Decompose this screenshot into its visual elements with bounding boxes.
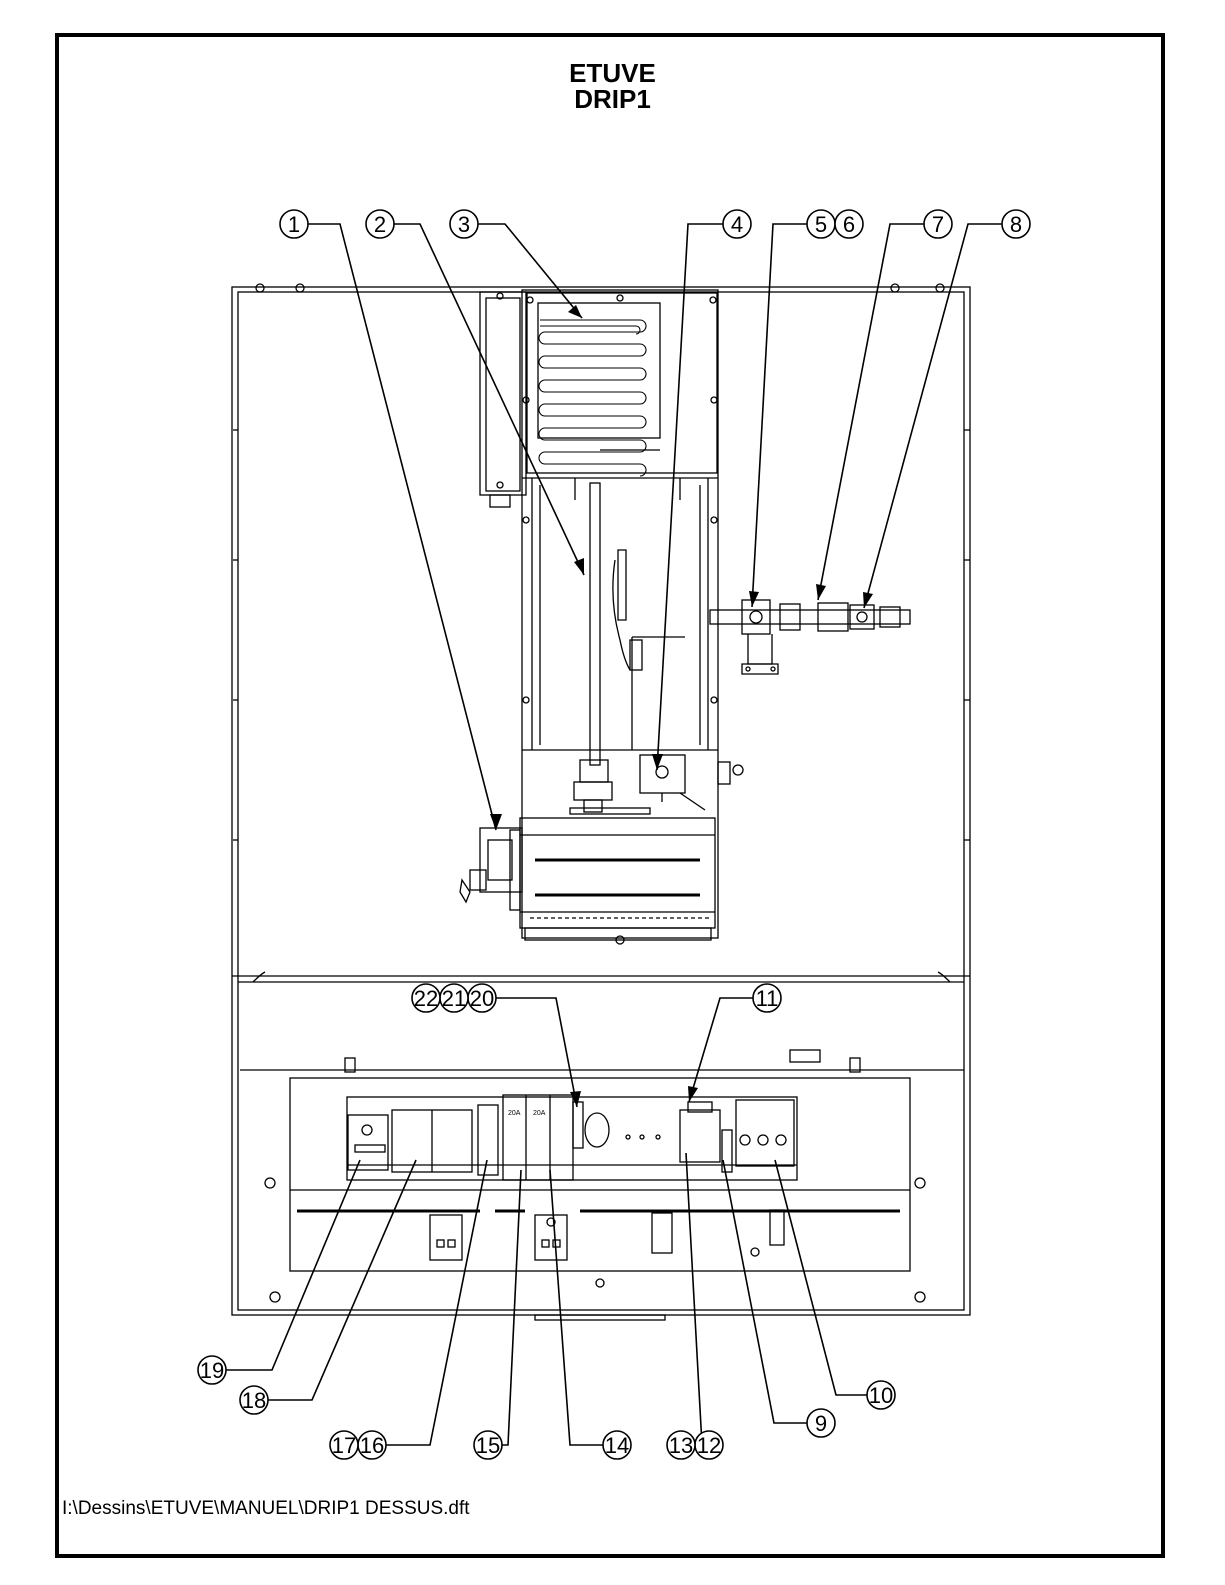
svg-text:18: 18 (242, 1388, 266, 1413)
file-path: I:\Dessins\ETUVE\MANUEL\DRIP1 DESSUS.dft (62, 1498, 470, 1520)
side-studs-right (964, 430, 970, 840)
callout-22: 22 (412, 984, 440, 1012)
svg-text:9: 9 (815, 1411, 827, 1436)
arrowheads (490, 305, 873, 1107)
svg-text:13: 13 (669, 1433, 693, 1458)
electrical-panel (240, 1050, 964, 1320)
callout-1: 1 (280, 210, 308, 238)
breaker-rating-1: 20A (508, 1110, 521, 1117)
svg-text:6: 6 (843, 212, 855, 237)
breaker-rating-2: 20A (533, 1110, 546, 1117)
din-rail-components (347, 1095, 797, 1260)
svg-text:10: 10 (869, 1383, 893, 1408)
left-side-box (480, 292, 526, 507)
callout-12: 12 (695, 1431, 723, 1459)
callout-18: 18 (240, 1386, 268, 1414)
svg-text:8: 8 (1010, 212, 1022, 237)
svg-text:4: 4 (731, 212, 743, 237)
callout-16: 16 (358, 1431, 386, 1459)
callout-19: 19 (198, 1356, 226, 1384)
svg-text:11: 11 (756, 986, 779, 1011)
svg-text:17: 17 (332, 1433, 356, 1458)
temperature-probe (574, 483, 685, 812)
callout-11: 11 (753, 984, 781, 1012)
central-enclosure (522, 290, 718, 938)
callout-6: 6 (835, 210, 863, 238)
callout-3: 3 (450, 210, 478, 238)
callout-13: 13 (667, 1431, 695, 1459)
callout-10: 10 (867, 1381, 895, 1409)
callout-21: 21 (440, 984, 468, 1012)
control-unit (460, 808, 715, 944)
heater-coil-panel (527, 293, 717, 476)
svg-text:20: 20 (470, 986, 494, 1011)
svg-text:21: 21 (442, 986, 466, 1011)
svg-text:2: 2 (374, 212, 386, 237)
callout-7: 7 (924, 210, 952, 238)
svg-text:14: 14 (605, 1433, 629, 1458)
callout-15: 15 (474, 1431, 502, 1459)
callout-9: 9 (807, 1409, 835, 1437)
callout-20: 20 (468, 984, 496, 1012)
svg-text:7: 7 (932, 212, 944, 237)
callout-17: 17 (330, 1431, 358, 1459)
svg-text:3: 3 (458, 212, 470, 237)
callout-8: 8 (1002, 210, 1030, 238)
svg-text:12: 12 (697, 1433, 721, 1458)
callout-5: 5 (807, 210, 835, 238)
svg-text:16: 16 (360, 1433, 384, 1458)
side-studs-left (233, 430, 238, 840)
piping-assembly (710, 600, 910, 674)
callout-14: 14 (603, 1431, 631, 1459)
svg-text:5: 5 (815, 212, 827, 237)
callout-4: 4 (723, 210, 751, 238)
svg-text:1: 1 (288, 212, 300, 237)
svg-text:19: 19 (200, 1358, 224, 1383)
svg-text:15: 15 (476, 1433, 500, 1458)
callout-2: 2 (366, 210, 394, 238)
svg-text:22: 22 (414, 986, 438, 1011)
